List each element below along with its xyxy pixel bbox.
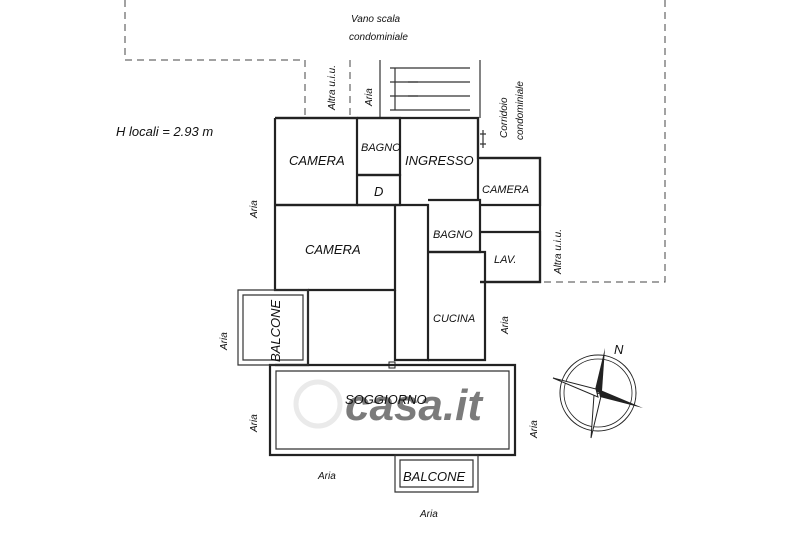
other-unit-label-right: Altra u.i.u. xyxy=(553,229,564,275)
room-cucina: CUCINA xyxy=(433,313,475,325)
compass: N xyxy=(552,342,643,439)
stair-label-line1: Vano scala xyxy=(351,14,401,25)
room-d: D xyxy=(374,184,383,199)
watermark: casa.it xyxy=(293,379,484,430)
air-label-bottom-1: Aria xyxy=(317,471,336,482)
watermark-text: casa.it xyxy=(345,381,484,430)
room-soggiorno: SOGGIORNO xyxy=(345,392,427,407)
room-bagno-2: BAGNO xyxy=(433,229,473,241)
air-label-right-1: Aria xyxy=(500,316,511,335)
air-label-top: Aria xyxy=(364,88,375,107)
stairwell xyxy=(379,60,481,118)
compass-north-label: N xyxy=(614,342,624,357)
room-balcone-bottom: BALCONE xyxy=(403,469,465,484)
corridor-label-line2: condominiale xyxy=(515,81,526,140)
air-label-left-3: Aria xyxy=(249,414,260,433)
room-bagno-1: BAGNO xyxy=(361,142,401,154)
room-lav: LAV. xyxy=(494,254,516,266)
corridor-label-line1: Corridoio xyxy=(499,97,510,138)
air-label-bottom-2: Aria xyxy=(419,509,438,520)
height-note: H locali = 2.93 m xyxy=(116,124,213,139)
room-camera-3: CAMERA xyxy=(482,184,529,196)
room-camera-1: CAMERA xyxy=(289,153,345,168)
room-camera-2: CAMERA xyxy=(305,242,361,257)
other-unit-label-top: Altra u.i.u. xyxy=(327,65,338,111)
room-ingresso: INGRESSO xyxy=(405,153,474,168)
air-label-left-2: Aria xyxy=(219,332,230,351)
walls xyxy=(237,116,542,493)
room-balcone-side: BALCONE xyxy=(268,300,283,362)
air-label-right-2: Aria xyxy=(529,420,540,439)
air-label-left-1: Aria xyxy=(249,200,260,219)
stair-label-line2: condominiale xyxy=(349,32,408,43)
